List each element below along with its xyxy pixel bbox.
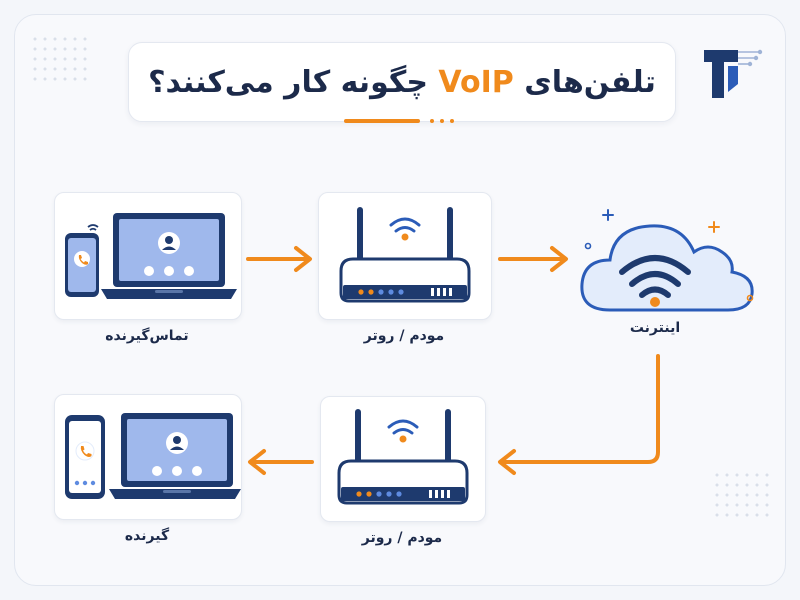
brand-logo-icon <box>704 49 763 98</box>
title-underline <box>344 119 420 123</box>
modem-router-top-label: مودم / روتر <box>363 328 445 344</box>
receiver-devices-icon <box>65 413 241 499</box>
caller-label: تماس‌گیرنده <box>105 328 189 344</box>
caller-node <box>54 192 242 320</box>
receiver-node <box>54 394 242 520</box>
router-top-icon <box>339 207 471 303</box>
router-bottom-icon <box>337 409 469 505</box>
title-part1: تلفن‌های <box>524 64 656 100</box>
modem-router-top-node <box>318 192 492 320</box>
internet-cloud-icon <box>580 209 754 312</box>
page-title: تلفن‌های VoIP چگونه کار می‌کنند؟ <box>148 65 656 100</box>
decor-dots-top-left <box>30 34 90 84</box>
title-part2: چگونه کار می‌کنند؟ <box>148 64 428 100</box>
title-highlight: VoIP <box>438 64 514 100</box>
title-dot <box>430 119 434 123</box>
modem-router-bottom-label: مودم / روتر <box>361 530 443 546</box>
title-dot <box>440 119 444 123</box>
title-dot <box>450 119 454 123</box>
title-box: تلفن‌های VoIP چگونه کار می‌کنند؟ <box>128 42 676 122</box>
caller-devices-icon <box>65 213 237 299</box>
receiver-label: گیرنده <box>124 528 170 544</box>
internet-label: اینترنت <box>629 320 681 336</box>
modem-router-bottom-node <box>320 396 486 522</box>
decor-dots-bottom-right <box>712 470 772 520</box>
